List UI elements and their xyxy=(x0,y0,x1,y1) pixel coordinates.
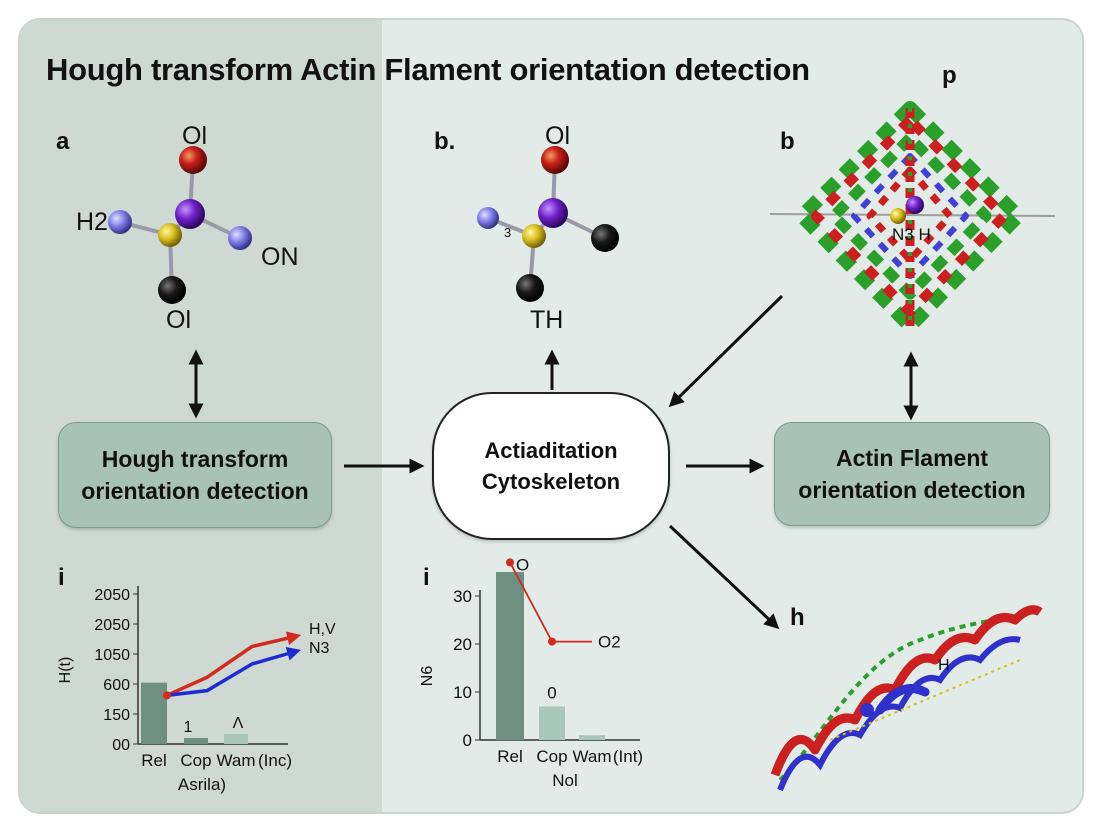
hough-box-line-1: Hough transform xyxy=(101,446,289,472)
series-point xyxy=(548,637,556,646)
sulfur-atom xyxy=(522,224,546,248)
molecule-a-bottom-label: Ol xyxy=(166,306,191,334)
bar xyxy=(539,706,565,740)
series-line xyxy=(166,646,302,698)
x-tick-label: Cop xyxy=(180,751,211,770)
center-box-line-1: Actiaditation xyxy=(484,438,618,463)
series-label: O2 xyxy=(598,633,621,652)
panel-label-i-left: i xyxy=(58,564,65,591)
y-tick-label: 30 xyxy=(453,587,472,606)
carbon-atom xyxy=(158,276,186,304)
panel-label-p: p xyxy=(942,62,957,89)
molecule-b xyxy=(477,146,619,302)
y-axis-label: N6 xyxy=(419,666,436,687)
protein-structure: N3 H xyxy=(769,101,1056,333)
bar xyxy=(496,572,524,740)
oxygen-atom xyxy=(541,146,569,174)
arrow-from-protein xyxy=(668,294,784,408)
bar-label: Λ xyxy=(233,715,244,732)
helix-label: H xyxy=(938,657,950,674)
y-tick-label: 150 xyxy=(103,707,130,724)
bar xyxy=(579,735,605,740)
bar xyxy=(141,682,167,744)
hydrogen-atom xyxy=(477,207,499,229)
bar xyxy=(184,738,208,744)
x-axis-label: Asrila) xyxy=(178,775,226,794)
molecule-a-top-label: Ol xyxy=(182,122,207,150)
flow-arrows xyxy=(188,294,919,630)
actin-box-line-2: orientation detection xyxy=(798,477,1026,503)
y-tick-label: 00 xyxy=(112,737,130,754)
y-tick-label: 2050 xyxy=(94,587,130,604)
series-line xyxy=(166,631,302,697)
hydrogen-atom xyxy=(108,210,132,234)
panel-label-h: h xyxy=(790,604,805,631)
diagram-graphics: N3 H H 00150600105020502050Rel1CopΛWam(I… xyxy=(57,101,1056,794)
molecule-a-right-label: ON xyxy=(261,243,299,271)
series-label: N3 xyxy=(309,640,330,657)
x-tick-label: Rel xyxy=(141,751,167,770)
series-start-point xyxy=(163,691,171,700)
y-axis-label: H(t) xyxy=(57,657,74,684)
y-tick-label: 10 xyxy=(453,683,472,702)
panel-label-i-mid: i xyxy=(423,564,430,591)
point-annotation: O xyxy=(516,555,529,574)
y-tick-label: 0 xyxy=(463,731,472,750)
carbon-atom xyxy=(516,274,544,302)
y-tick-label: 1050 xyxy=(94,647,130,664)
carbon-atom xyxy=(591,224,619,252)
y-tick-label: 20 xyxy=(453,635,472,654)
panel-label-b-right: b xyxy=(780,128,795,155)
hough-box-line-2: orientation detection xyxy=(81,478,309,504)
actin-orientation-box: Actin Flament orientation detection xyxy=(774,422,1050,526)
molecule-a xyxy=(108,146,252,304)
x-tick-label: (Int) xyxy=(613,747,643,766)
x-tick-label: (Inc) xyxy=(258,751,292,770)
cytoskeleton-box: Actiaditation Cytoskeleton xyxy=(432,392,670,540)
molecule-b-left-label: 3 xyxy=(504,225,512,240)
hough-transform-box: Hough transform orientation detection xyxy=(58,422,332,528)
bar-label: 1 xyxy=(184,719,193,736)
protein-label: N3 H xyxy=(892,225,931,244)
x-axis-label: Nol xyxy=(552,771,578,790)
molecule-b-bottom-label: TH xyxy=(530,306,564,334)
molecule-b-top-label: Ol xyxy=(545,122,570,150)
y-tick-label: 2050 xyxy=(94,617,130,634)
series-label: H,V xyxy=(309,621,336,638)
molecule-a-left-label: H2 xyxy=(76,208,108,236)
bar-label: 0 xyxy=(547,683,556,702)
central-atom xyxy=(175,199,205,229)
nitrogen-atom xyxy=(228,226,252,250)
helix-structure: H xyxy=(770,605,1043,792)
bar xyxy=(224,734,248,744)
series-point xyxy=(506,558,514,567)
x-tick-label: Wam xyxy=(216,751,255,770)
x-tick-label: Cop xyxy=(536,747,567,766)
y-tick-label: 600 xyxy=(103,677,130,694)
panel-label-b-mid: b. xyxy=(434,128,456,155)
panel-label-a: a xyxy=(56,128,70,155)
sulfur-atom xyxy=(158,223,182,247)
x-tick-label: Rel xyxy=(497,747,523,766)
x-tick-label: Wam xyxy=(572,747,611,766)
oxygen-atom xyxy=(179,146,207,174)
center-box-line-2: Cytoskeleton xyxy=(481,469,621,494)
figure-card: Hough transform Actin Flament orientatio… xyxy=(18,18,1084,814)
actin-box-line-1: Actin Flament xyxy=(835,445,989,471)
arrow-to-helix xyxy=(668,524,780,630)
central-atom xyxy=(538,198,568,228)
figure-title: Hough transform Actin Flament orientatio… xyxy=(46,52,810,87)
